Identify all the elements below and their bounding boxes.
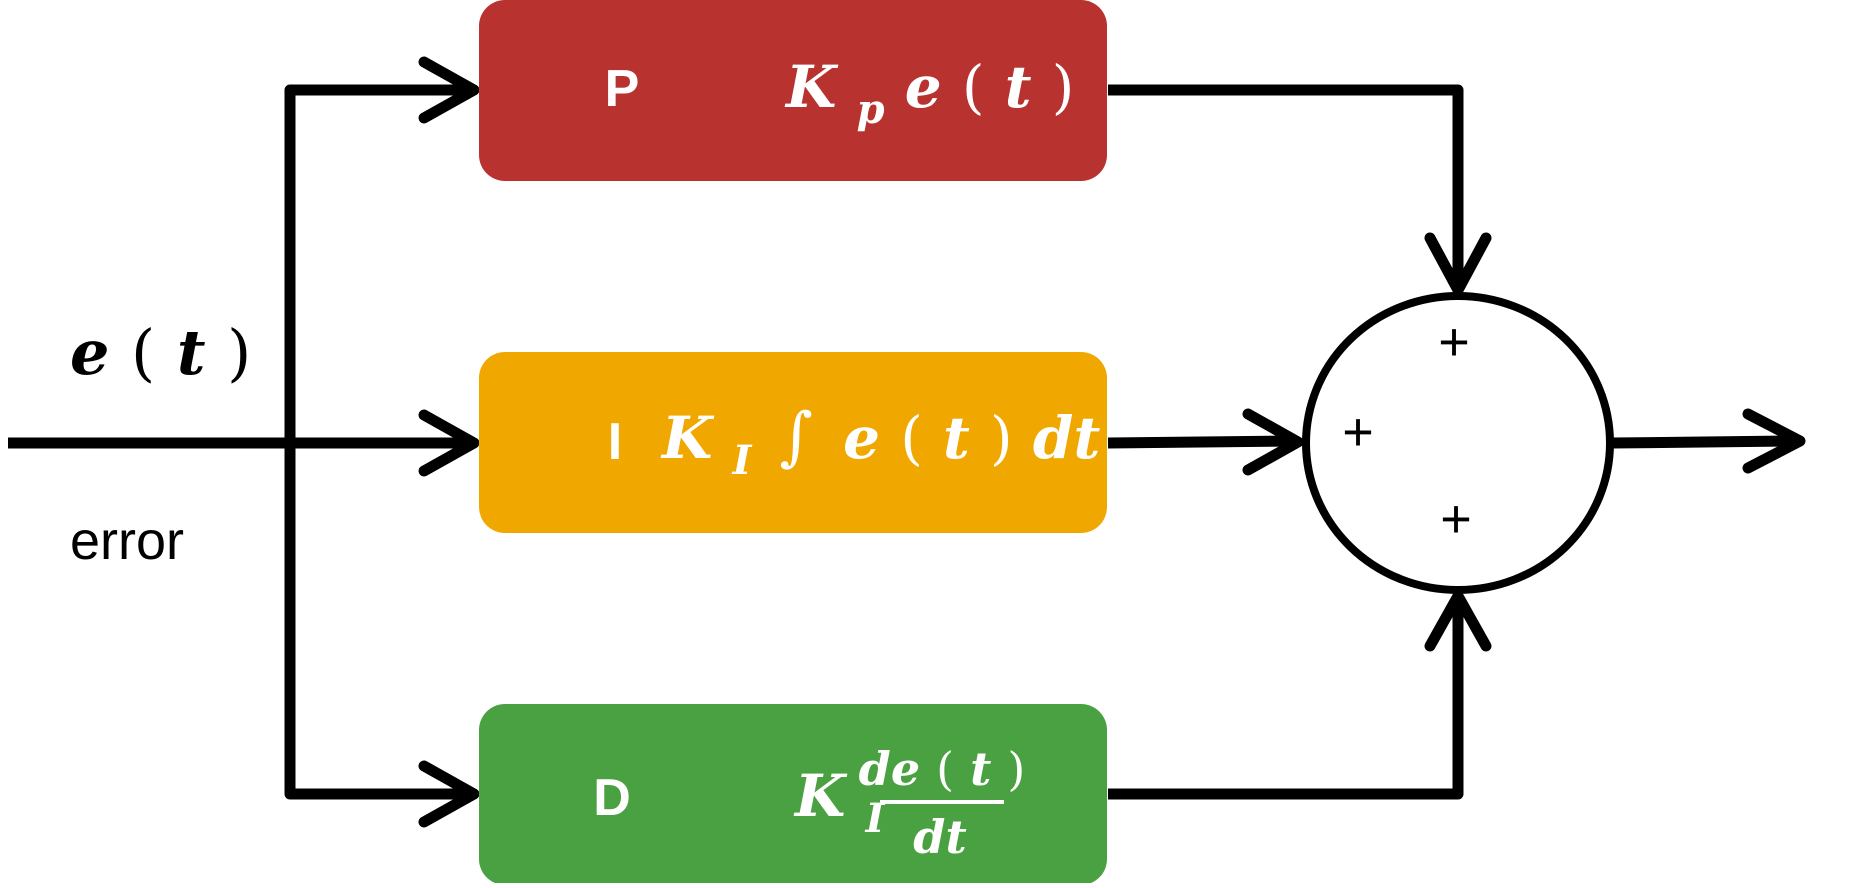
i-open-paren: ( [900,404,923,472]
i-block-letter: I [608,413,622,471]
d-block [479,704,1107,885]
arrowhead-p-input [418,56,480,124]
arrowhead-d-input [418,760,480,828]
i-gain-subscript: I [732,437,753,484]
d-fraction-numerator: de ( t ) [859,742,1026,796]
p-signal: e [905,53,942,121]
arrowhead-output [1742,408,1806,474]
i-dt: dt [1033,404,1101,472]
i-signal: e [843,404,880,472]
p-block [479,0,1107,181]
summer-sign-left: + [1342,402,1374,462]
p-signal-arg: t [1005,53,1032,121]
arrowhead-summer-top [1424,232,1492,296]
i-block [479,352,1107,533]
integral-sign: ∫ [780,400,813,474]
arrowhead-i-input [418,409,480,477]
p-open-paren: ( [962,53,985,121]
d-numerator-arg: t [970,742,991,796]
p-formula: K p e ( t ) [784,53,1074,137]
p-close-paren: ) [1052,53,1075,121]
input-close-paren: ) [227,316,251,389]
arrowhead-summer-bottom [1424,590,1492,652]
p-block-letter: P [605,60,640,118]
p-to-summer-line [1108,84,1464,286]
d-formula-gain: K I [793,762,886,842]
branch-trunk [284,84,470,800]
i-to-summer-line [1107,435,1295,449]
arrowhead-summer-left [1242,408,1304,476]
input-open-paren: ( [131,316,155,389]
d-numerator-de: de [859,742,920,796]
p-gain-subscript: p [857,86,885,133]
d-open-paren: ( [936,742,954,796]
p-gain: K [784,53,839,121]
input-signal-symbol: e [70,316,109,389]
input-signal: e ( t ) [70,316,251,389]
input-signal-arg: t [177,316,206,389]
summer-sign-top: + [1438,312,1470,372]
d-close-paren: ) [1007,742,1025,796]
connectors [8,84,1797,800]
output-line [1611,435,1797,449]
i-gain: K [660,404,715,472]
d-gain-subscript: I [865,795,886,842]
d-block-letter: D [593,769,631,827]
d-fraction-denominator: dt [913,810,966,864]
arrowheads [418,56,1806,828]
d-to-summer-line [1108,600,1464,800]
i-signal-arg: t [943,404,970,472]
i-close-paren: ) [990,404,1013,472]
summing-junction [1302,292,1614,594]
i-formula: K I ∫ e ( t ) dt [660,400,1100,488]
input-error-label: error [70,511,184,571]
d-gain: K [793,762,848,830]
summer-sign-bottom: + [1440,489,1472,549]
